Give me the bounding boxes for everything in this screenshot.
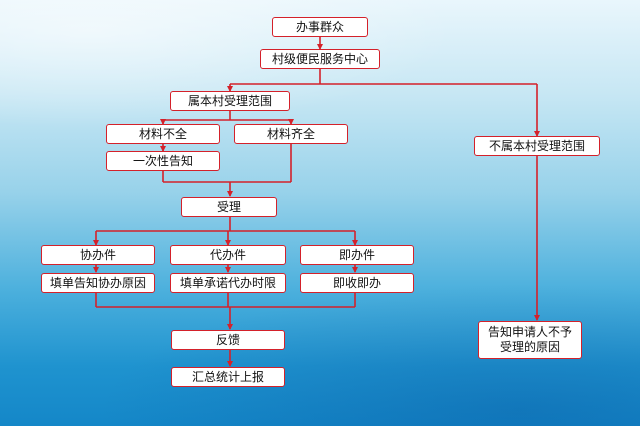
node-fill-assist-reason: 填单告知协办原因 [41, 273, 155, 293]
node-immediate: 即办件 [300, 245, 414, 265]
node-materials-complete: 材料齐全 [234, 124, 348, 144]
node-notify-once: 一次性告知 [106, 151, 220, 171]
node-fill-proxy-deadline: 填单承诺代办时限 [170, 273, 286, 293]
node-feedback: 反馈 [171, 330, 285, 350]
node-receive-immediately: 即收即办 [300, 273, 414, 293]
node-accept: 受理 [181, 197, 277, 217]
node-proxy: 代办件 [170, 245, 286, 265]
node-service-center: 村级便民服务中心 [260, 49, 380, 69]
node-assist: 协办件 [41, 245, 155, 265]
node-outside-scope: 不属本村受理范围 [474, 136, 600, 156]
node-notify-rejection: 告知申请人不予受理的原因 [478, 321, 582, 359]
node-summary-report: 汇总统计上报 [171, 367, 285, 387]
node-applicants: 办事群众 [272, 17, 368, 37]
node-within-scope: 属本村受理范围 [170, 91, 290, 111]
node-materials-incomplete: 材料不全 [106, 124, 220, 144]
